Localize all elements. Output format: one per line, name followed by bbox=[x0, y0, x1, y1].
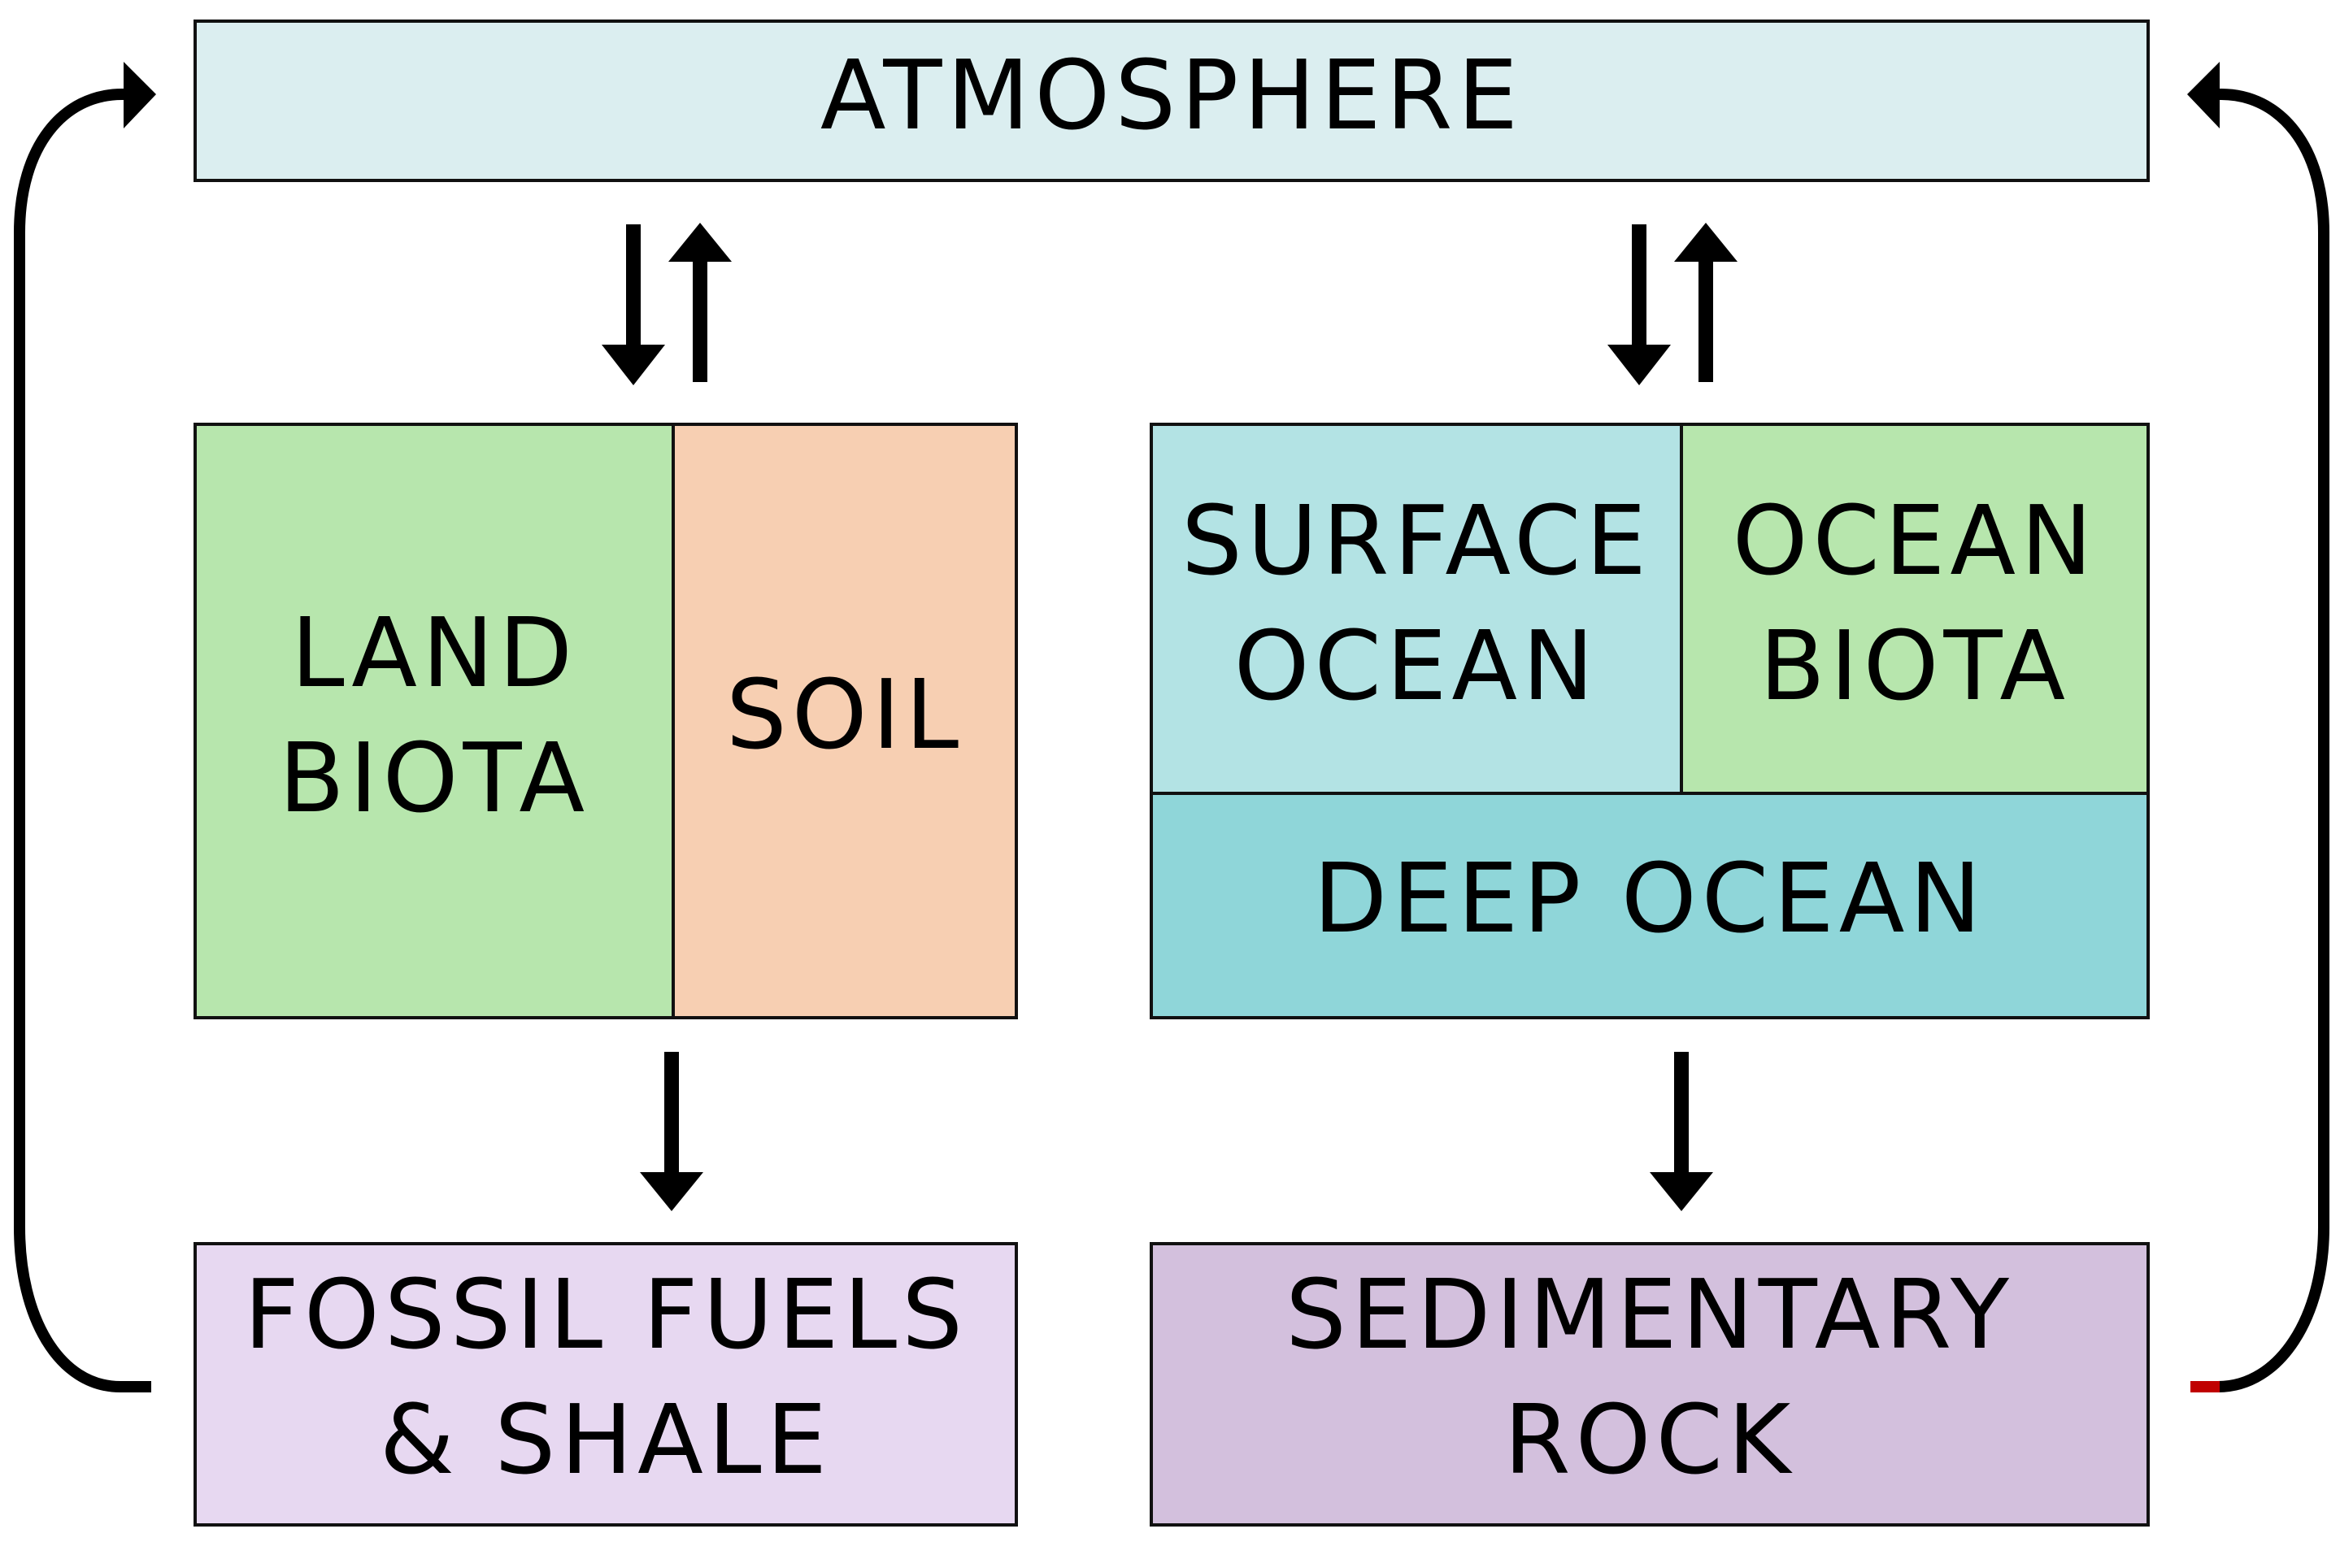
sedimentary-rock-label-line2: ROCK bbox=[1504, 1383, 1796, 1496]
surface-ocean-label-line1: SURFACE bbox=[1181, 484, 1651, 597]
fossil-fuels-to-atmosphere-cycle-arrow bbox=[14, 62, 156, 1392]
sedimentary-rock-label-line1: SEDIMENTARY bbox=[1285, 1258, 2014, 1370]
sedimentary-rock-box bbox=[1150, 1242, 2150, 1527]
atmosphere-box bbox=[194, 20, 2150, 182]
land-biota-box bbox=[194, 423, 675, 1019]
fossil-fuels-label-line2: & SHALE bbox=[380, 1383, 832, 1496]
ocean-biota-label-line2: BIOTA bbox=[1759, 610, 2070, 722]
arrow-down-icon bbox=[602, 345, 665, 385]
land-biota-label-line2: BIOTA bbox=[279, 722, 589, 834]
arrow-down-icon bbox=[1650, 1172, 1713, 1211]
atmosphere-ocean-exchange-arrows bbox=[1607, 223, 1738, 385]
arrow-right-icon bbox=[124, 62, 156, 128]
atmosphere-land-exchange-arrows bbox=[602, 223, 732, 385]
soil-label: SOIL bbox=[726, 658, 963, 771]
soil-box bbox=[672, 423, 1018, 1019]
land-biota-label-line1: LAND bbox=[291, 597, 577, 709]
arrow-down-icon bbox=[1607, 345, 1671, 385]
fossil-fuels-label-line1: FOSSIL FUELS bbox=[244, 1258, 968, 1370]
surface-ocean-box bbox=[1150, 423, 1683, 795]
arrow-up-icon bbox=[1674, 223, 1738, 262]
land-to-fossil-fuels-arrow bbox=[640, 1052, 703, 1211]
fossil-fuels-box bbox=[194, 1242, 1018, 1527]
arrow-down-icon bbox=[640, 1172, 703, 1211]
arrow-up-icon bbox=[668, 223, 732, 262]
ocean-to-sedimentary-rock-arrow bbox=[1650, 1052, 1713, 1211]
sedimentary-rock-to-atmosphere-cycle-arrow bbox=[2187, 62, 2329, 1392]
ocean-biota-box bbox=[1680, 423, 2150, 795]
ocean-biota-label-line1: OCEAN bbox=[1733, 484, 2098, 597]
arrow-left-icon bbox=[2187, 62, 2220, 128]
atmosphere-label: ATMOSPHERE bbox=[820, 39, 1523, 151]
deep-ocean-label: DEEP OCEAN bbox=[1313, 842, 1986, 954]
deep-ocean-box bbox=[1150, 792, 2150, 1019]
surface-ocean-label-line2: OCEAN bbox=[1234, 610, 1599, 722]
